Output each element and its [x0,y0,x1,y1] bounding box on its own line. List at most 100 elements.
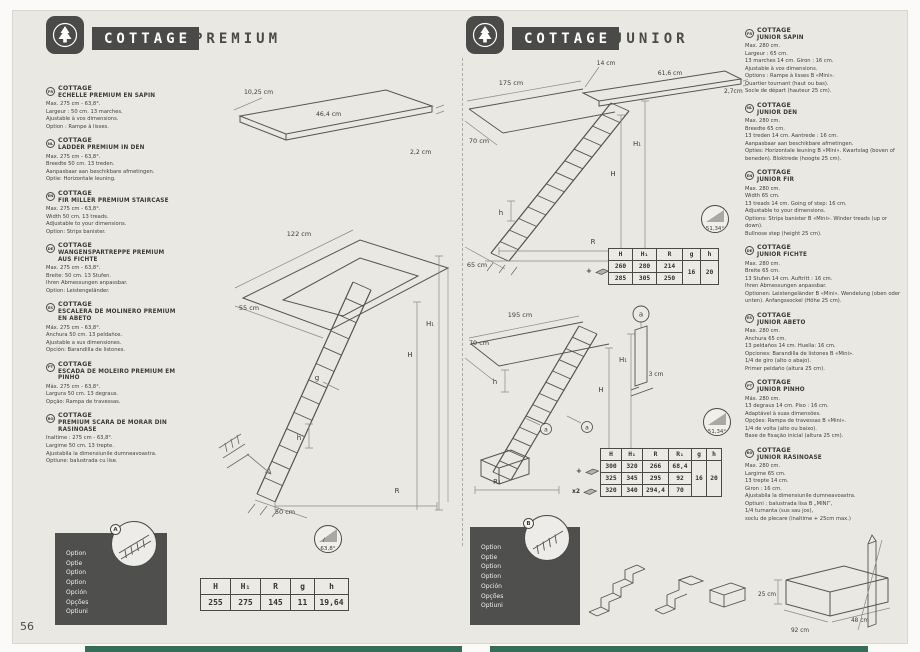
premium-dimensions-table: H H₁ R g h 255 275 145 11 19,64 [200,578,349,611]
premium-option-box: Option Optie Option Option Opción Opções… [55,521,167,625]
cell: 294,4 [642,484,669,497]
col-h1: H₁ [621,448,643,461]
winder-stair-icon [588,564,646,617]
col-h1: H₁ [230,578,261,595]
dim-opening-length: 195 cm [508,311,532,319]
footer-band-right [490,646,868,652]
brand-logo [466,16,504,54]
option-a-illustration: A [110,521,157,567]
mini-banister-slat-detail [630,325,654,397]
dim-h: H [598,386,603,394]
cell: 250 [656,272,683,285]
junior-option-box: Option Optie Option Option Opción Opções… [470,515,580,625]
marker-a: a [639,311,643,319]
socle-box [785,565,889,617]
option-a-badge: A [110,524,121,535]
dim-opening-depth: 70 cm [469,137,489,145]
cell: 320 [600,484,622,497]
product-description: Max. 280 cm. Width 65 cm. 13 treads 14 c… [745,185,888,237]
angle-icon: 51,34° [701,205,729,233]
lang-code-badge: ES [745,313,754,323]
marker-circles [540,305,650,435]
junior-staircase-drawing-2: 195 cm 70 cm H₁ H h R₁ a a a 3 cm [464,305,664,494]
lang-block-en: EN COTTAGE JUNIOR FIR Max. 280 cm. Width… [745,170,903,238]
cell: 345 [621,472,643,485]
product-description: Max. 280 cm. Anchura 65 cm. 13 peldaños … [745,328,854,372]
floor-opening [470,321,610,367]
product-title: COTTAGE [58,242,92,250]
product-brand-junior: COTTAGE [512,27,620,50]
table2-addon-icon-x2: x2 [572,486,598,496]
ladder-stair [256,281,372,503]
product-description: Max. 275 cm - 63,8°. Largeur : 50 cm. 13… [46,101,123,130]
col-g: g [290,578,315,595]
lang-code-badge: PT [46,362,55,372]
col-r: R [656,248,683,261]
dim-h1: H₁ [633,140,641,148]
premium-staircase-drawing: 122 cm 55 cm H₁ H g h R 50 cm [218,229,450,519]
lang-code-badge: EN [745,171,754,181]
product-title: COTTAGE [58,189,92,197]
x2-sign: x2 [572,487,581,495]
product-subtitle: FIR MILLER PREMIUM STAIRCASE [58,197,169,204]
cell: 145 [260,594,291,611]
col-g: g [682,248,701,261]
table-row: 300 320 266 68,4 16 20 [600,460,722,497]
cell: 295 [642,472,669,485]
dim-board-length: 46,4 cm [316,111,341,118]
page-number: 56 [20,620,34,633]
mini-banister-icon [532,530,564,555]
dim-step-h: h [499,209,503,217]
lang-code-badge: FR [46,87,55,96]
junior-angle-badge-1: 51,34° [700,204,730,238]
lang-code-badge: PT [745,381,754,391]
board-shape [238,89,434,141]
angle-value: 63,8° [320,546,335,552]
lang-block-nl: NL COTTAGE LADDER PREMIUM IN DEN Max. 27… [46,137,180,183]
product-description: Inaltime : 275 cm - 63,8°. Largime 50 cm… [46,435,157,465]
product-title: COTTAGE [757,311,791,319]
dim-r: R [591,238,596,246]
angle-icon: 51,34° [703,408,731,436]
dim-detail-width: 3 cm [649,371,664,378]
option-words: Option Optie Option Option Opción Opções… [481,544,504,610]
cell: 19,64 [314,594,349,611]
product-title: COTTAGE [58,360,92,368]
cell: 266 [642,460,669,473]
table-header-row: H H₁ R g h [200,578,349,595]
col-h: H [200,578,231,595]
product-subtitle: JUNIOR PINHO [757,387,805,394]
angle-value: 51,34° [706,226,724,232]
footer-band-left [85,646,462,652]
product-description: Máx. 275 cm - 63,8°. Anchura 50 cm. 13 p… [46,324,126,354]
plank-icon [583,488,598,495]
angle-icon: 63,8° [314,525,342,553]
lang-block-pt: PT COTTAGE ESCADA DE MOLEIRO PREMIUM EM … [46,360,180,407]
dim-step-h: h [297,434,301,442]
lang-block-de: DE COTTAGE WANGENSPARTREPPE PREMIUM AUS … [46,242,180,295]
dim-socle-height: 25 cm [758,592,776,598]
product-description: Máx. 275 cm - 63,8°. Largura 50 cm. 13 d… [46,383,121,405]
dim-h1: H₁ [619,356,627,364]
cell: 305 [632,272,657,285]
lang-code-badge: ES [46,303,55,313]
cell-h: 20 [700,260,719,285]
dim-g: g [315,374,319,382]
winder-stair-icon [654,575,705,615]
lang-code-badge: NL [745,103,754,113]
product-description: Max. 275 cm - 63,8°. Breite: 50 cm. 13 S… [46,265,128,294]
dim-board-thickness: 2,2 cm [410,149,431,156]
floor-opening [468,88,616,134]
cell: 92 [668,472,692,485]
junior-dimensions-table-2: H H₁ R R₁ g h 300 320 266 68,4 16 20 325… [600,448,722,497]
product-subtitle: ESCADA DE MOLEIRO PREMIUM EM PINHO [58,368,176,382]
cell: 214 [656,260,683,273]
cell: 260 [608,260,633,273]
premium-angle-badge: 63,8° [313,524,343,558]
product-description: Máx. 280 cm. 13 degraus 14 cm. Piso : 16… [745,395,847,440]
junior-socle-drawing: 25 cm 92 cm 48 cm [758,565,891,634]
product-subtitle: WANGENSPARTREPPE PREMIUM AUS FICHTE [58,250,165,263]
angle-value: 51,34° [708,429,726,435]
cell: 280 [632,260,657,273]
dim-socle-length: 92 cm [791,628,809,634]
